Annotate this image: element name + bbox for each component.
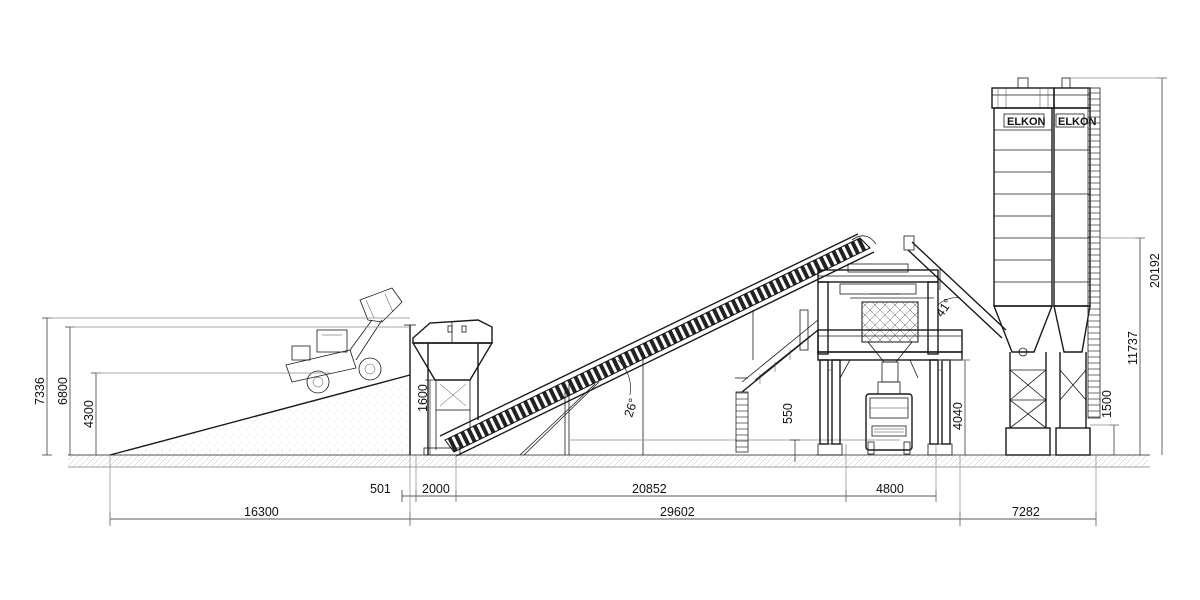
inclined-conveyor: [439, 233, 900, 457]
dim-ramp-length: 16300: [244, 505, 279, 519]
dim-plant-width: 4800: [876, 482, 904, 496]
dim-ramp-total: 7336: [33, 377, 47, 405]
mixer-truck-icon: [865, 381, 913, 455]
cement-silo-front: ELKON: [991, 77, 1055, 456]
dim-loader-level: 4300: [82, 400, 96, 428]
horizontal-dimensions: 501 2000 20852 4800 16300 29602 7282: [109, 444, 1097, 526]
brand-label-rear: ELKON: [1058, 116, 1097, 128]
dim-silo-leg: 1500: [1100, 390, 1114, 418]
wheel-loader-icon: [285, 287, 403, 394]
aggregate-hopper: [411, 319, 494, 456]
dim-silo-total: 20192: [1148, 253, 1162, 288]
access-stairs: [735, 319, 819, 453]
brand-label-front: ELKON: [1007, 116, 1046, 128]
aggregate-ramp: [109, 324, 416, 456]
dim-truck-height: 4040: [951, 402, 965, 430]
conveyor-angle: 26°: [617, 359, 641, 419]
dim-conveyor-span: 20852: [632, 482, 667, 496]
ground-line: [68, 454, 1150, 468]
dim-ramp-top: 6800: [56, 377, 70, 405]
dim-plant-clearance: 550: [781, 403, 795, 424]
batching-plant-tower: [799, 263, 963, 456]
screw-conveyor: 41°: [903, 235, 1007, 339]
dim-hopper-wall: 1600: [416, 384, 430, 412]
dim-silo-cone: 11737: [1126, 331, 1140, 365]
dim-silo-spacing: 7282: [1012, 505, 1040, 519]
conveyor-angle-label: 26°: [622, 397, 641, 419]
cement-silo-rear: ELKON: [1053, 77, 1101, 456]
dim-hopper-width: 2000: [422, 482, 450, 496]
dim-gap: 501: [370, 482, 391, 496]
vertical-dimensions: 7336 6800 4300 1600 550 4040 1500 11737: [33, 77, 1167, 462]
dim-plant-total: 29602: [660, 505, 695, 519]
screw-angle-label: 41°: [933, 296, 955, 320]
